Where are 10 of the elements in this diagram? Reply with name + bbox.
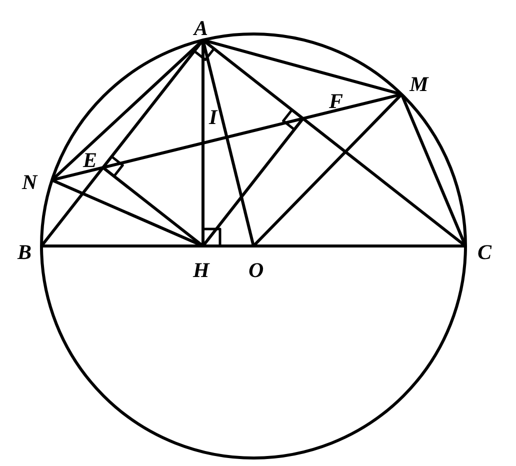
point-label: O: [248, 260, 264, 281]
point-label: I: [209, 107, 218, 128]
point-label: N: [22, 172, 38, 194]
point-label: A: [194, 18, 208, 40]
point-label: C: [478, 242, 492, 263]
point-label: B: [18, 242, 32, 263]
point-label: E: [83, 150, 98, 171]
point-label: M: [410, 74, 428, 96]
point-label: H: [193, 260, 210, 281]
point-label: F: [328, 90, 343, 112]
